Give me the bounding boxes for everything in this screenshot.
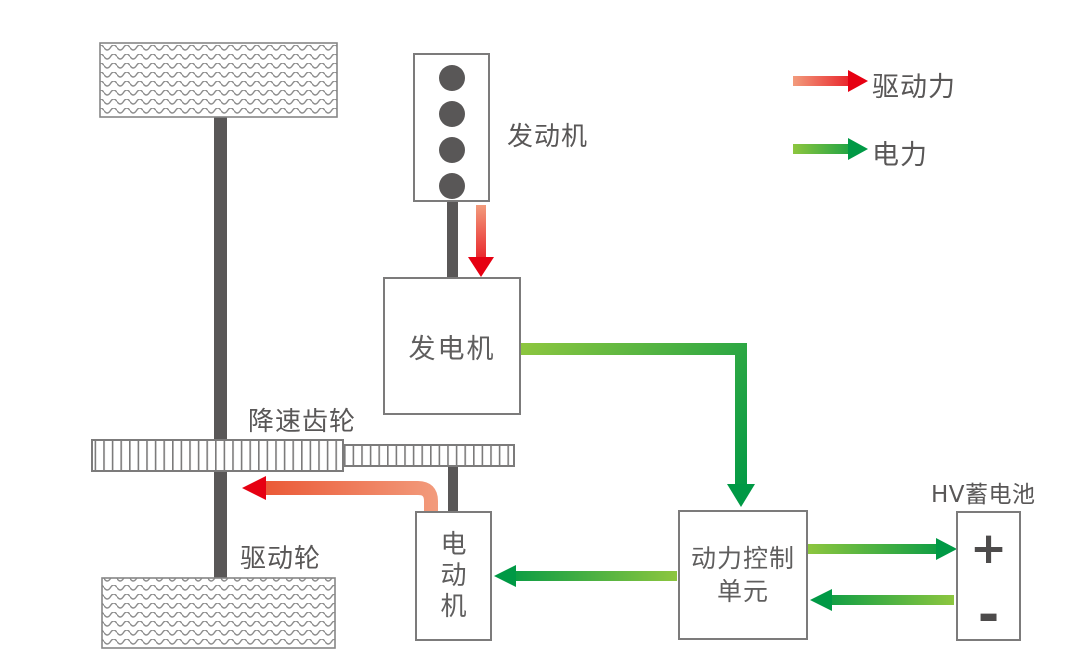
drive-wheel [101,577,336,649]
wheel-axle-shaft [214,115,227,580]
arrow-battery-to-pcu [810,589,954,611]
legend-drive-force-arrow [793,70,868,92]
engine-cylinder-dot [438,101,465,127]
drive-wheel-label: 驱动轮 [240,544,322,574]
motor-gear-shaft [448,462,458,513]
arrow-motor-to-gear [242,476,438,512]
power-control-unit-box: 动力控制 单元 [678,510,808,640]
motor-box: 电动机 [415,511,492,641]
engine-cylinder-dot [438,65,465,91]
engine-cylinder-dot [438,173,465,199]
hv-battery-box: + - [956,511,1021,641]
arrow-pcu-to-battery [808,538,957,560]
engine-cylinder-dot [438,137,465,163]
reduction-gear-label: 降速齿轮 [248,407,357,437]
battery-minus-terminal: - [977,585,1000,645]
front-wheel [99,42,338,118]
generator-label: 发电机 [408,333,496,365]
legend-drive-force-label: 驱动力 [872,72,956,103]
reduction-gear-large [91,439,344,472]
legend-electric-power-label: 电力 [872,140,928,171]
legend-electric-power-arrow [793,138,868,160]
pcu-label-line1: 动力控制 [690,544,795,573]
reduction-gear-small [342,444,515,467]
hv-battery-label: HV蓄电池 [931,482,1036,508]
engine-generator-shaft [447,200,458,279]
arrow-generator-to-pcu [521,343,755,507]
arrow-pcu-to-motor [494,565,677,587]
arrow-engine-to-generator [468,205,494,277]
engine-box [413,53,490,202]
motor-label: 电动机 [440,529,467,622]
engine-label: 发动机 [507,122,589,152]
battery-plus-terminal: + [970,523,1007,574]
pcu-label-line2: 单元 [716,577,769,606]
generator-box: 发电机 [383,277,521,415]
